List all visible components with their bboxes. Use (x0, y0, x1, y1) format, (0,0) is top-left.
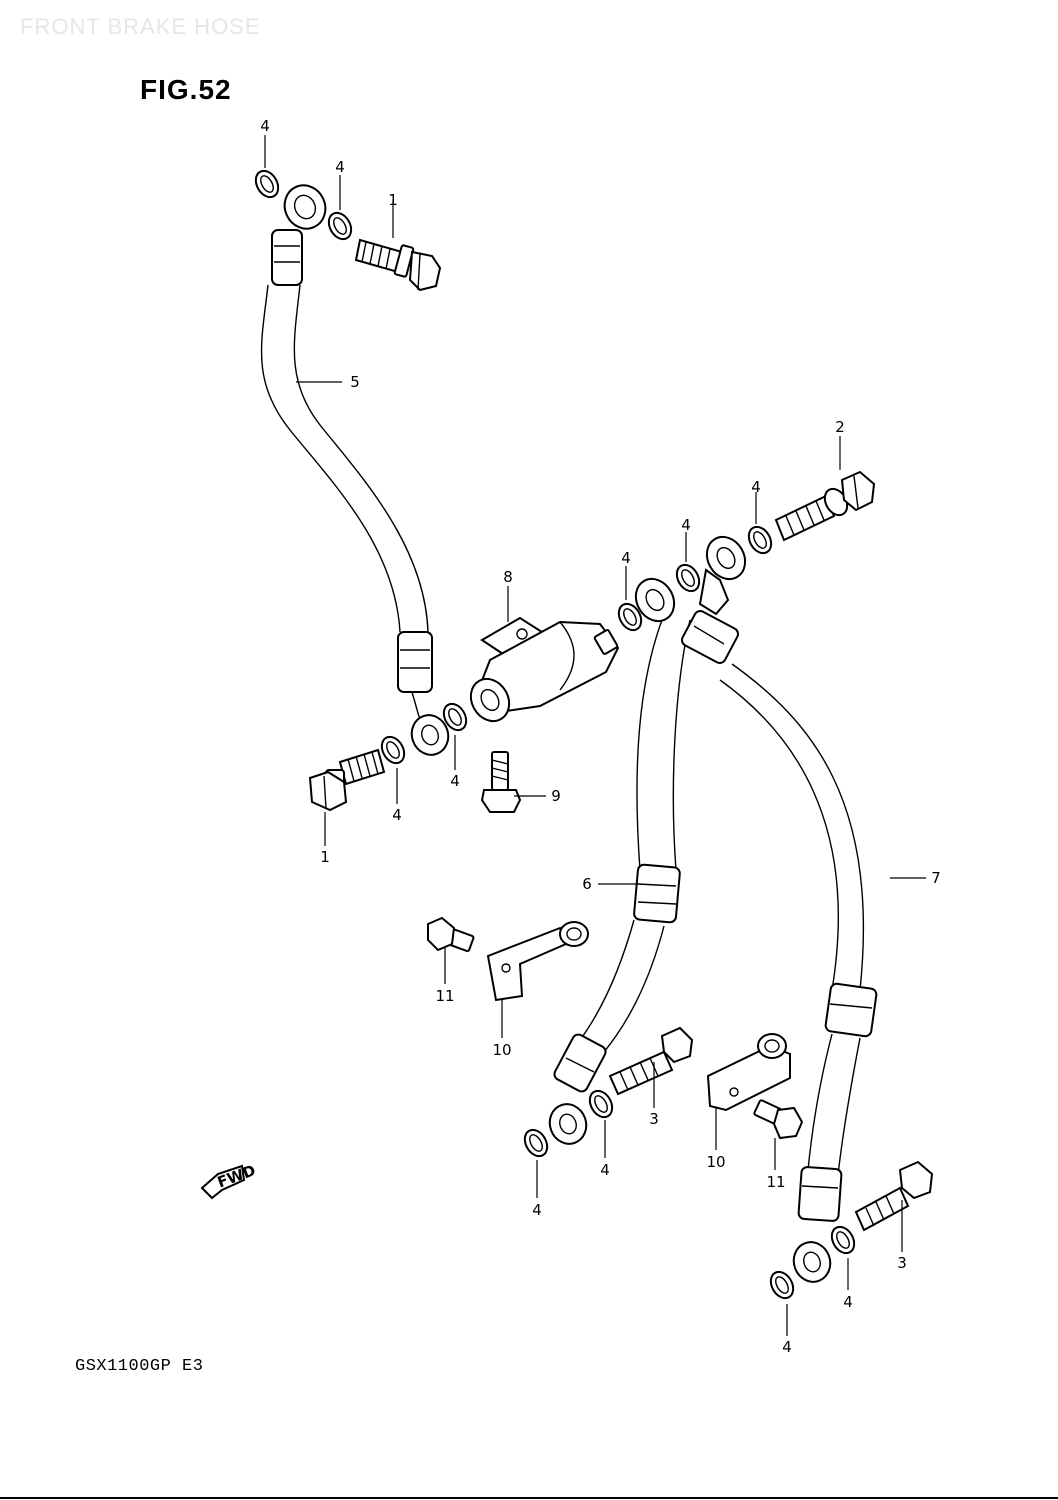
callout-banjo-bolt: 2 (835, 418, 845, 436)
washer (327, 211, 353, 241)
leader-lines (264, 135, 926, 1336)
callout-washer: 4 (600, 1161, 610, 1179)
callout-union-bolt: 1 (320, 848, 330, 866)
banjo-bolt (774, 470, 876, 542)
brake-hose-right (681, 535, 878, 1283)
brake-hose-upper (260, 184, 450, 756)
clamp-bolt (753, 1099, 804, 1140)
washer (747, 525, 773, 555)
hose-clamp (706, 1033, 791, 1112)
three-way-joint (469, 616, 620, 723)
callout-union-bolt: 3 (897, 1254, 907, 1272)
callout-washer: 4 (450, 772, 460, 790)
callout-hose-upper: 5 (350, 373, 360, 391)
callout-washer: 4 (260, 117, 270, 135)
washer (675, 563, 701, 593)
clamp-bolt (427, 916, 475, 953)
union-bolt (854, 1160, 934, 1232)
callout-mounting-bolt: 9 (551, 787, 561, 805)
washer (380, 735, 406, 765)
union-bolt (608, 1026, 694, 1096)
washer (254, 169, 280, 199)
callout-clamp-bolt: 11 (435, 987, 454, 1005)
union-bolt (354, 238, 442, 292)
callout-labels: 4 4 1 5 2 4 4 4 8 4 4 9 1 6 7 11 10 3 4 … (260, 117, 941, 1356)
washer (442, 702, 468, 732)
washer (523, 1128, 549, 1158)
callout-clamp-bolt: 11 (766, 1173, 785, 1191)
callout-clamp: 10 (706, 1153, 725, 1171)
fwd-text: FWD (215, 1161, 258, 1191)
callout-washer: 4 (681, 516, 691, 534)
union-bolt (308, 748, 386, 812)
callout-union-bolt: 1 (388, 191, 398, 209)
forward-direction-icon: FWD (200, 1161, 258, 1200)
section-title-watermark: FRONT BRAKE HOSE (20, 14, 261, 39)
callout-washer: 4 (532, 1201, 542, 1219)
callout-washer: 4 (751, 478, 761, 496)
page-bottom-border (0, 1497, 1058, 1499)
callout-clamp: 10 (492, 1041, 511, 1059)
callout-hose-right: 7 (931, 869, 941, 887)
figure-label: FIG.52 (140, 74, 232, 105)
callout-union-bolt: 3 (649, 1110, 659, 1128)
washer (830, 1225, 856, 1255)
hose-clamp (486, 921, 589, 1002)
callout-washer: 4 (335, 158, 345, 176)
mounting-bolt (480, 751, 522, 813)
callout-washer: 4 (782, 1338, 792, 1356)
brake-hose-left (548, 577, 691, 1145)
callout-washer: 4 (843, 1293, 853, 1311)
callout-hose-left: 6 (582, 875, 592, 893)
washer (588, 1089, 614, 1119)
model-code: GSX1100GP E3 (75, 1357, 204, 1376)
callout-washer: 4 (392, 806, 402, 824)
callout-washer: 4 (621, 549, 631, 567)
callout-joint: 8 (503, 568, 513, 586)
washer (617, 602, 643, 632)
washer (769, 1270, 795, 1300)
